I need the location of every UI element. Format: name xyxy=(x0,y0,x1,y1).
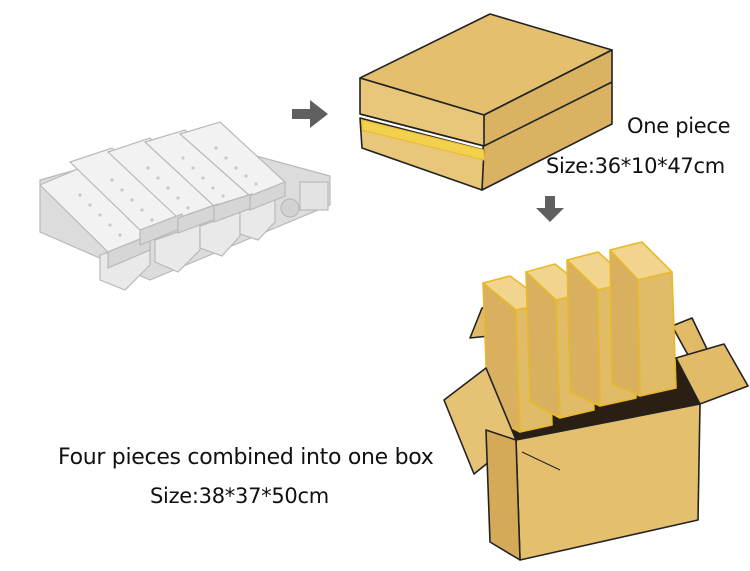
single-carton-image xyxy=(359,13,613,191)
single-carton-title: One piece xyxy=(627,114,731,138)
master-carton-image xyxy=(443,241,749,561)
single-carton-size: Size:36*10*47cm xyxy=(546,154,725,178)
down-arrow-icon xyxy=(536,196,564,222)
master-carton-size: Size:38*37*50cm xyxy=(150,484,329,508)
right-arrow-icon xyxy=(292,100,328,128)
light-fixture-image xyxy=(38,121,331,291)
master-carton-title: Four pieces combined into one box xyxy=(58,445,434,470)
